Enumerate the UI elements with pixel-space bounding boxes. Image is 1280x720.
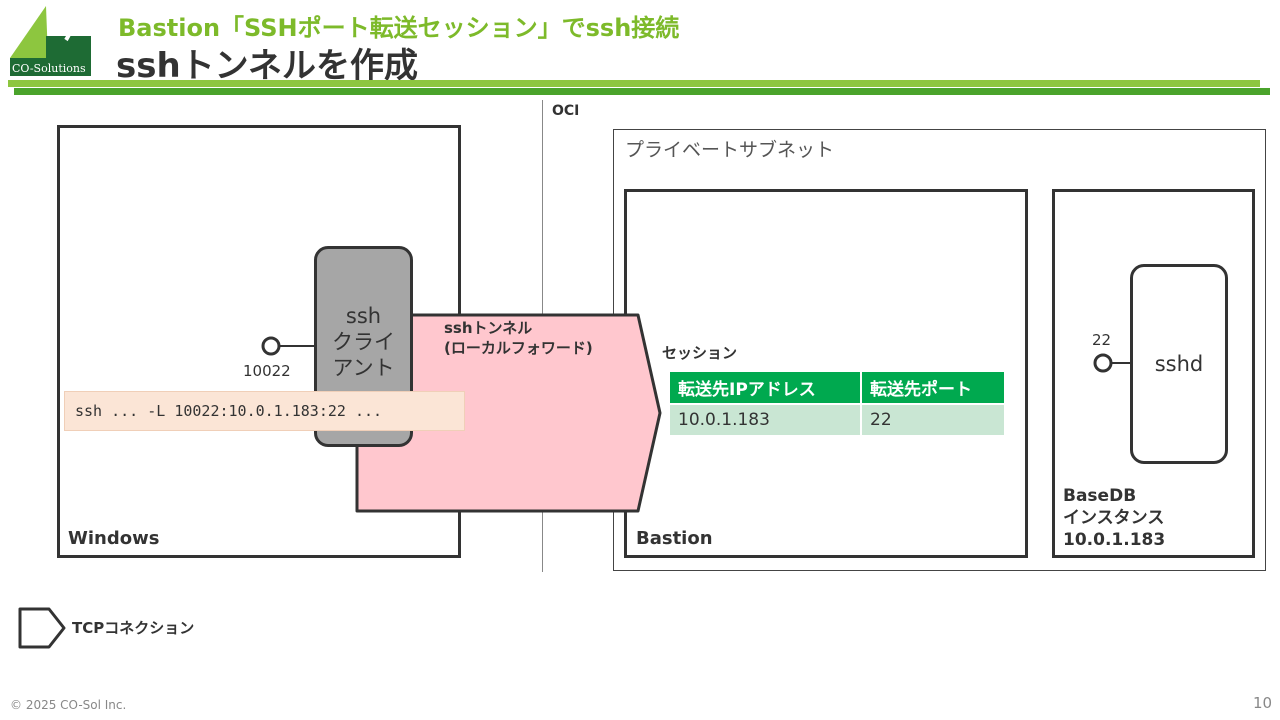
session-table-header-port: 転送先ポート — [862, 372, 1004, 403]
session-table-header-ip: 転送先IPアドレス — [670, 372, 860, 403]
ssh-client-label-line-2: クライ — [332, 330, 395, 354]
windows-label: Windows — [68, 528, 160, 549]
sshd-label: sshd — [1154, 352, 1204, 376]
copyright: © 2025 CO-Sol Inc. — [10, 698, 127, 712]
ssh-command-box: ssh ... -L 10022:10.0.1.183:22 ... — [64, 391, 465, 431]
header-rule-light — [8, 80, 1260, 87]
basedb-label-line-2: インスタンス — [1063, 508, 1165, 528]
ssh-client-label-line-1: ssh — [345, 304, 382, 328]
sshd-port-label: 22 — [1092, 331, 1112, 349]
session-table-cell-port: 22 — [862, 405, 1004, 435]
basedb-label-line-3: 10.0.1.183 — [1063, 530, 1166, 550]
basedb-instance-label: BaseDB インスタンス 10.0.1.183 — [1063, 485, 1165, 551]
sshd-port-circle — [1093, 353, 1113, 373]
ssh-client-label-line-3: アント — [332, 356, 395, 380]
tcp-connection-legend-shape — [18, 607, 66, 649]
slide-title: sshトンネルを作成 — [116, 46, 418, 86]
table-row: 10.0.1.183 22 — [670, 405, 1004, 435]
sshd-box: sshd — [1130, 264, 1228, 464]
ssh-tunnel-label-line-2: (ローカルフォワード) — [444, 339, 593, 357]
page-number: 10 — [1253, 694, 1273, 712]
header-rule-dark — [14, 88, 1270, 95]
bastion-label: Bastion — [636, 528, 713, 549]
slide-subtitle: Bastion「SSHポート転送セッション」でssh接続 — [118, 14, 680, 42]
private-subnet-label: プライベートサブネット — [625, 139, 835, 161]
session-table: 転送先IPアドレス 転送先ポート 10.0.1.183 22 — [668, 370, 1006, 437]
session-table-cell-ip: 10.0.1.183 — [670, 405, 860, 435]
session-table-header-row: 転送先IPアドレス 転送先ポート — [670, 372, 1004, 403]
logo — [10, 6, 91, 76]
ssh-tunnel-label-line-1: sshトンネル — [444, 319, 533, 337]
oci-label: OCI — [552, 103, 580, 119]
tcp-connection-legend-label: TCPコネクション — [72, 619, 195, 637]
basedb-label-line-1: BaseDB — [1063, 486, 1137, 506]
ssh-tunnel-arrow — [355, 313, 662, 513]
client-port-label: 10022 — [243, 362, 291, 380]
basedb-instance-box — [1052, 189, 1255, 558]
logo-text: CO-Solutions — [12, 62, 86, 75]
client-port-circle — [261, 336, 281, 356]
ssh-tunnel-label: sshトンネル (ローカルフォワード) — [444, 318, 593, 358]
session-label: セッション — [662, 344, 738, 362]
ssh-client-label: ssh クライ アント — [314, 303, 413, 381]
